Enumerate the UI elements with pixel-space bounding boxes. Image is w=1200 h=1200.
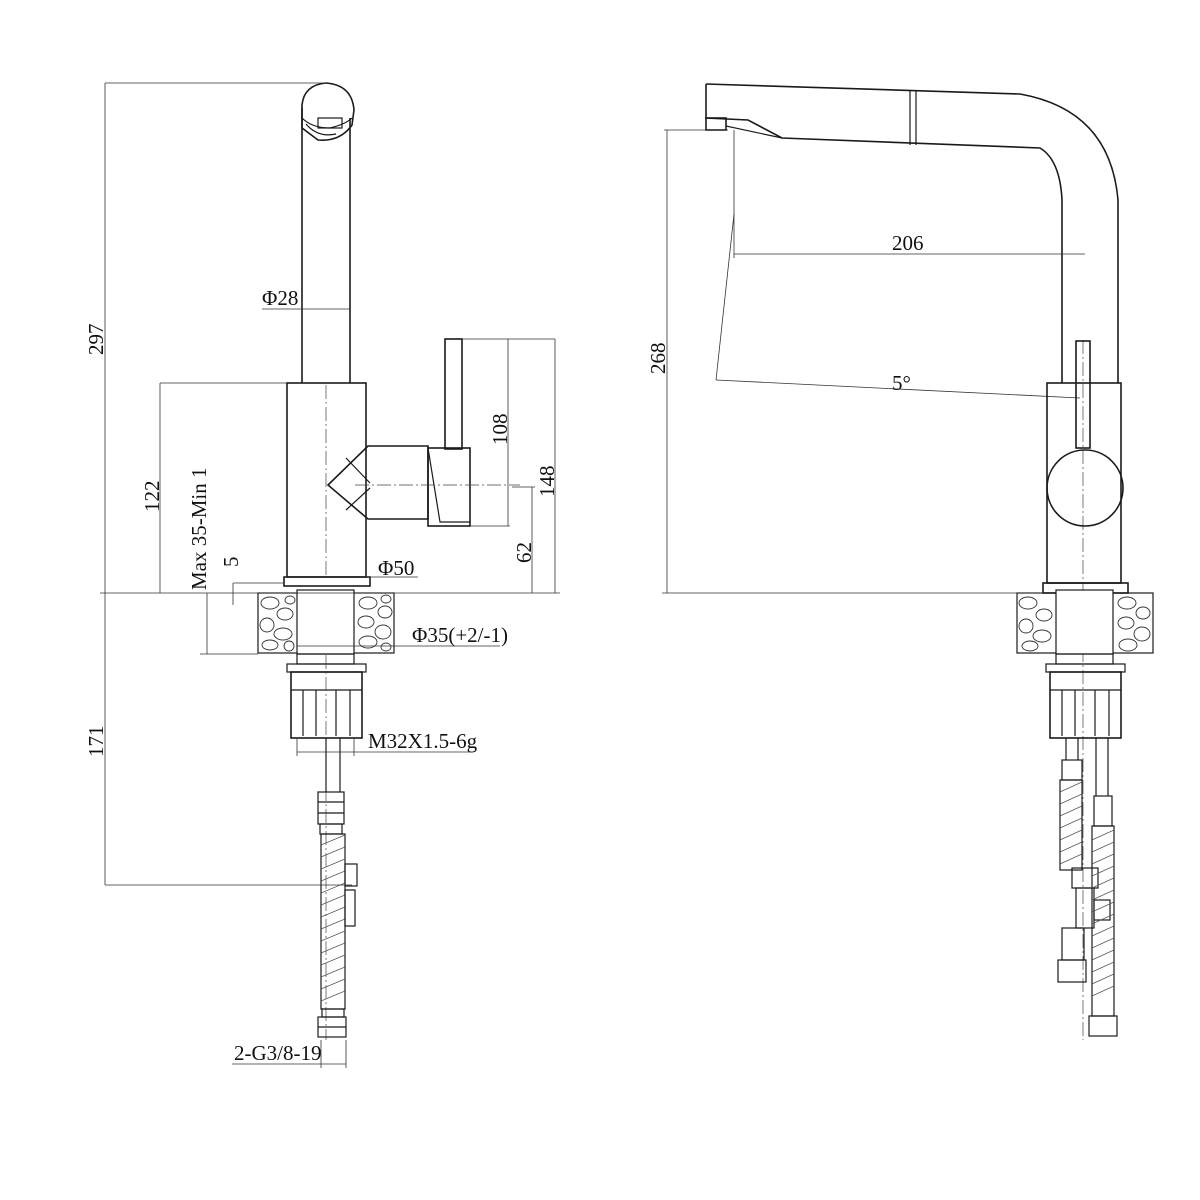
dim-spout-height-label: 268 (646, 343, 670, 375)
dim-hose-connection-label: 2-G3/8-19 (234, 1041, 322, 1065)
dim-spout-reach-label: 206 (892, 231, 924, 255)
dim-spout-diameter-label: Φ28 (262, 286, 298, 310)
mounting-nut (286, 653, 367, 1040)
front-supply-hoses (1057, 738, 1118, 1037)
countertop-section (257, 589, 395, 655)
dim-hole-diameter-label: Φ35(+2/-1) (412, 623, 508, 647)
front-countertop (1016, 589, 1154, 655)
lever-handle (326, 338, 520, 527)
swing-arc (715, 213, 1081, 399)
dim-thread-label: M32X1.5-6g (368, 729, 478, 753)
dim-handle-height-label: 148 (535, 466, 559, 498)
dim-handle-length-label: 108 (488, 414, 512, 446)
dim-below-deck-label: 171 (84, 726, 108, 758)
dim-base-diameter-label: Φ50 (378, 556, 414, 580)
spout-tube (301, 108, 351, 383)
dim-body-height-label: 122 (140, 481, 164, 513)
dim-total-height-label: 297 (84, 324, 108, 356)
pullout-spout (705, 83, 1119, 383)
stone-pattern-left (259, 595, 296, 652)
side-dimension-lines (100, 82, 560, 1068)
dim-handle-axis-label: 62 (512, 542, 536, 563)
front-view: 268 206 5° (646, 83, 1154, 1040)
dim-swivel-angle-label: 5° (892, 371, 911, 395)
front-body (1042, 340, 1129, 1040)
spout-cap (301, 82, 355, 142)
supply-hoses (317, 738, 358, 1038)
side-view: 297 Φ28 122 Max 35-Min 1 5 Φ50 Φ35(+2/-1… (84, 82, 560, 1068)
front-mounting-nut (1045, 653, 1126, 739)
stone-pattern-right (357, 594, 393, 652)
dim-gasket-label: 5 (219, 557, 243, 568)
faucet-body (283, 382, 371, 587)
dim-deck-thickness-label: Max 35-Min 1 (187, 468, 211, 591)
front-dimension-lines (662, 129, 1085, 594)
